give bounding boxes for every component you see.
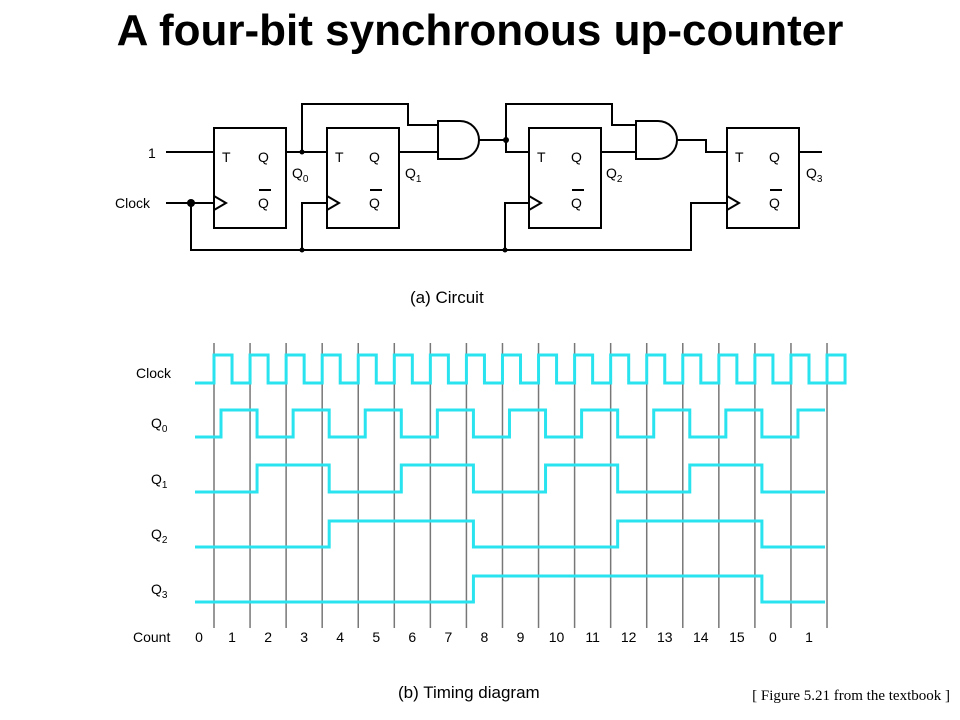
ff2-qbar-label: Q (571, 195, 582, 211)
slide-title: A four-bit synchronous up-counter (116, 6, 844, 55)
clock-triangle-3 (726, 195, 741, 211)
wire-clock-ff2 (504, 202, 529, 250)
wire-gate1-up (505, 103, 636, 140)
source-note: [ Figure 5.21 from the textbook ] (752, 688, 950, 704)
flipflop-2 (528, 127, 602, 229)
output-q3-label: Q3 (806, 165, 823, 185)
count-value: 8 (481, 629, 489, 645)
wire-clock-ff1 (301, 202, 327, 250)
timing-caption: (b) Timing diagram (398, 683, 540, 702)
count-value: 6 (408, 629, 416, 645)
clock-triangle-0 (213, 195, 228, 211)
ff2-t-label: T (537, 149, 546, 165)
ff3-qbar-label: Q (769, 195, 780, 211)
count-value: 2 (264, 629, 272, 645)
clock-triangle-2 (528, 195, 543, 211)
timing-q0-label: Q0 (151, 415, 168, 435)
clock-waveform (195, 353, 847, 385)
clock-triangle-1 (326, 195, 341, 211)
ff0-t-label: T (222, 149, 231, 165)
ff1-q-label: Q (369, 149, 380, 165)
circuit-diagram: 1 Clock T Q Q T Q Q T Q Q T Q Q Q0 Q1 Q2… (115, 103, 823, 253)
timing-q1-label: Q1 (151, 471, 168, 491)
count-value: 14 (693, 629, 709, 645)
count-value: 9 (517, 629, 525, 645)
count-value: 1 (805, 629, 813, 645)
count-value: 4 (336, 629, 344, 645)
circuit-caption: (a) Circuit (410, 288, 484, 307)
junction-q0 (299, 149, 305, 155)
timing-clock-label: Clock (136, 365, 172, 381)
count-value: 5 (372, 629, 380, 645)
ff2-q-label: Q (571, 149, 582, 165)
ff3-q-label: Q (769, 149, 780, 165)
count-value: 1 (228, 629, 236, 645)
junction-clock-ff2 (502, 247, 508, 253)
junction-clock-ff1 (299, 247, 305, 253)
timing-q3-label: Q3 (151, 581, 168, 601)
count-value: 11 (585, 629, 600, 645)
q0-waveform (195, 408, 825, 439)
wire-q0-up (301, 103, 438, 152)
junction-gate1 (503, 137, 509, 143)
count-value: 12 (621, 629, 637, 645)
flipflop-3 (726, 127, 800, 229)
timing-q2-label: Q2 (151, 526, 168, 546)
flipflop-1 (326, 127, 400, 229)
ff1-t-label: T (335, 149, 344, 165)
count-value: 13 (657, 629, 673, 645)
count-value: 0 (195, 629, 203, 645)
wire-gate2-out (677, 139, 727, 153)
count-value: 10 (549, 629, 565, 645)
wire-gate1-out (479, 139, 529, 153)
junction-clock (187, 199, 195, 207)
output-q1-label: Q1 (405, 165, 422, 185)
and-gate-1 (437, 120, 480, 160)
count-value: 15 (729, 629, 745, 645)
input-one-label: 1 (148, 145, 156, 161)
wire-clock-bus (190, 202, 727, 251)
flipflop-0 (213, 127, 287, 229)
count-label: Count (133, 629, 170, 645)
ff0-qbar-label: Q (258, 195, 269, 211)
ff3-t-label: T (735, 149, 744, 165)
output-q0-label: Q0 (292, 165, 309, 185)
ff1-qbar-label: Q (369, 195, 380, 211)
count-value: 7 (444, 629, 452, 645)
ff0-q-label: Q (258, 149, 269, 165)
q1-waveform (195, 463, 825, 494)
circuit-clock-label: Clock (115, 195, 151, 211)
q2-waveform (195, 519, 825, 549)
count-value: 3 (300, 629, 308, 645)
q3-waveform (195, 574, 825, 604)
count-value: 0 (769, 629, 777, 645)
and-gate-2 (635, 120, 678, 160)
output-q2-label: Q2 (606, 165, 623, 185)
